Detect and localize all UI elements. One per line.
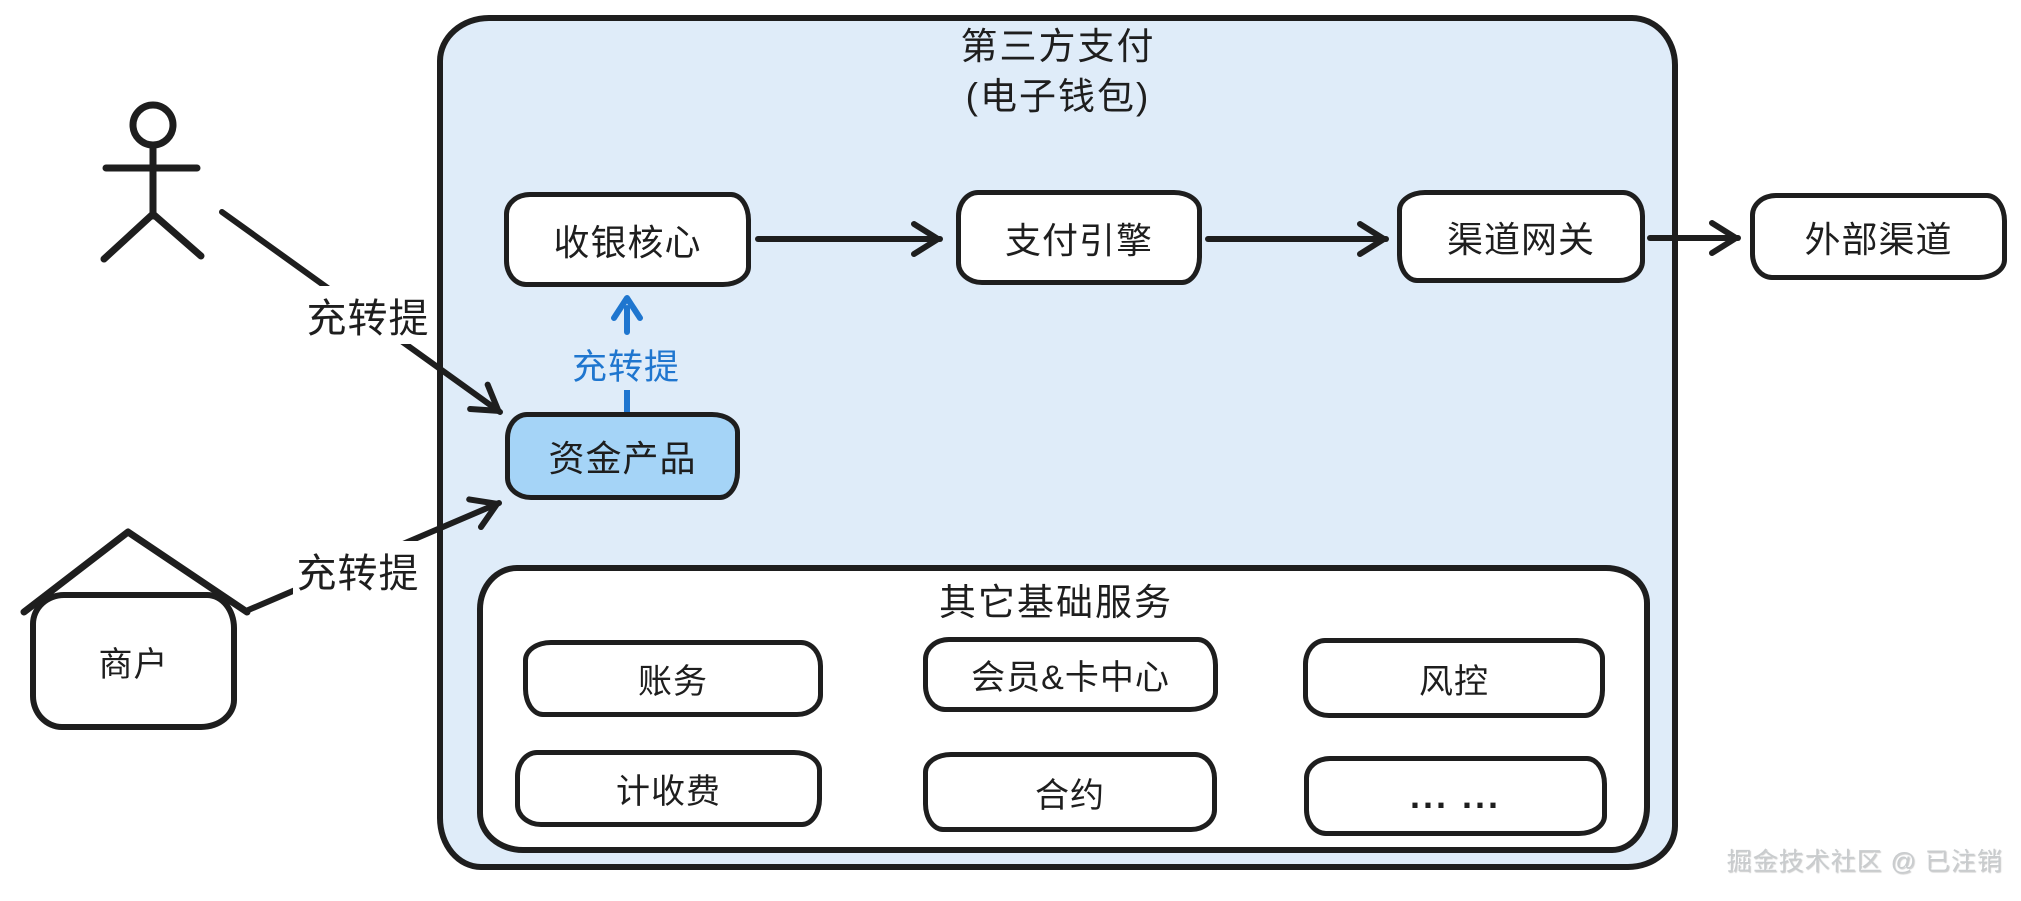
merchant-actor: 商户 — [30, 592, 237, 730]
node-funds-product: 资金产品 — [505, 412, 740, 500]
merchant-label: 商户 — [98, 645, 169, 684]
service-contract-label: 合约 — [1035, 776, 1105, 815]
diagram-title-line1: 第三方支付 — [960, 26, 1156, 67]
service-billing: 计收费 — [515, 750, 822, 827]
service-more: ... ... — [1304, 756, 1607, 836]
service-contract: 合约 — [923, 752, 1217, 832]
service-member-card-center-label: 会员&卡中心 — [971, 659, 1170, 697]
node-payment-engine-label: 支付引擎 — [1004, 219, 1153, 261]
service-accounting: 账务 — [523, 640, 823, 717]
service-member-card-center: 会员&卡中心 — [923, 637, 1218, 712]
node-payment-engine: 支付引擎 — [956, 190, 1202, 285]
watermark: 掘金技术社区 @ 已注销 — [1726, 848, 2003, 876]
edge-label-merchant-funds: 充转提 — [293, 541, 423, 599]
service-risk-control: 风控 — [1303, 638, 1605, 718]
edge-label-funds-cashier: 充转提 — [561, 339, 691, 390]
node-funds-product-label: 资金产品 — [548, 438, 697, 479]
basic-services-title: 其它基础服务 — [939, 582, 1173, 623]
service-more-label: ... ... — [1409, 775, 1501, 816]
node-cashier-core: 收银核心 — [504, 192, 751, 287]
node-channel-gateway: 渠道网关 — [1397, 190, 1645, 283]
diagram-title-line2: (电子钱包) — [965, 75, 1151, 117]
node-cashier-core-label: 收银核心 — [553, 221, 702, 263]
node-channel-gateway-label: 渠道网关 — [1446, 218, 1595, 260]
diagram-title: 第三方支付 (电子钱包) — [858, 22, 1258, 122]
edge-label-user-funds: 充转提 — [303, 286, 433, 344]
user-actor-icon — [100, 101, 205, 263]
service-billing-label: 计收费 — [616, 773, 721, 811]
service-accounting-label: 账务 — [638, 663, 708, 701]
node-external-channel: 外部渠道 — [1750, 193, 2007, 280]
service-risk-control-label: 风控 — [1419, 662, 1489, 701]
node-external-channel-label: 外部渠道 — [1804, 218, 1953, 260]
